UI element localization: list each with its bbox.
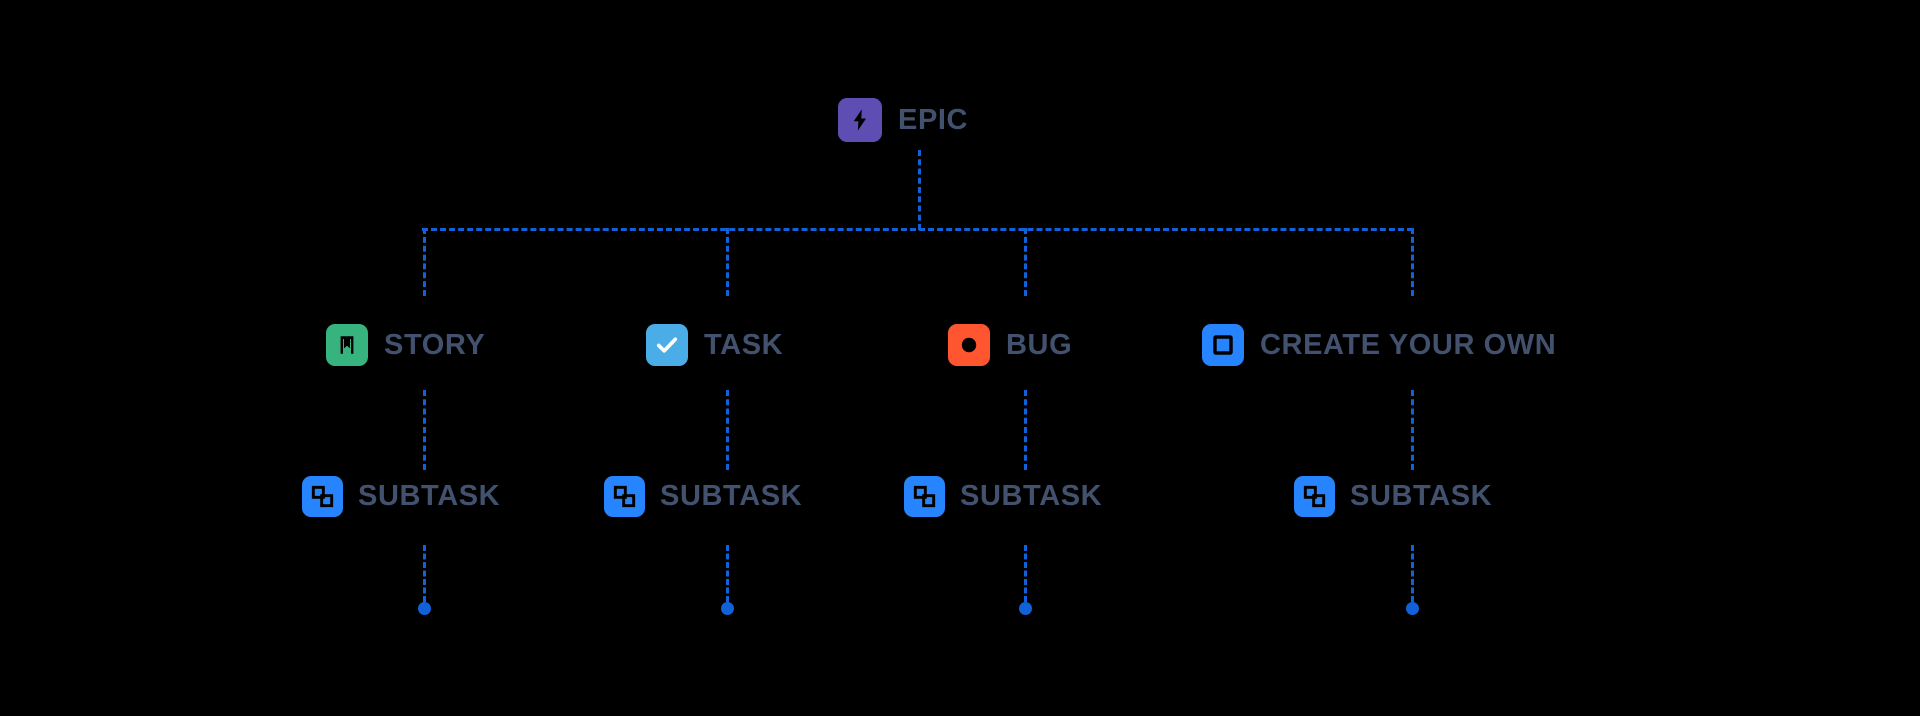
connector-epic-stem xyxy=(918,150,921,230)
node-label-task: TASK xyxy=(704,328,784,361)
connector-bug-to-subtask xyxy=(1024,390,1027,470)
node-label-subtask-4: SUBTASK xyxy=(1350,480,1493,512)
connector-bus-to-story xyxy=(423,228,426,296)
node-label-create-your-own: CREATE YOUR OWN xyxy=(1260,328,1557,361)
connector-bus-to-create-your-own xyxy=(1411,228,1414,296)
connector-subtask-tail-1 xyxy=(423,545,426,602)
circle-icon xyxy=(948,324,990,366)
node-subtask-3[interactable]: SUBTASK xyxy=(904,476,1102,517)
node-subtask-1[interactable]: SUBTASK xyxy=(302,476,500,517)
connector-horizontal-bus xyxy=(422,228,1413,231)
node-subtask-2[interactable]: SUBTASK xyxy=(604,476,802,517)
node-label-story: STORY xyxy=(384,328,486,361)
terminator-dot-3 xyxy=(1019,602,1032,615)
node-subtask-4[interactable]: SUBTASK xyxy=(1294,476,1492,517)
connector-story-to-subtask xyxy=(423,390,426,470)
subtask-squares-icon xyxy=(604,476,645,517)
connector-bus-to-bug xyxy=(1024,228,1027,296)
subtask-squares-icon xyxy=(904,476,945,517)
node-label-subtask-2: SUBTASK xyxy=(660,480,803,512)
node-bug[interactable]: BUG xyxy=(948,324,1072,366)
terminator-dot-1 xyxy=(418,602,431,615)
connector-task-to-subtask xyxy=(726,390,729,470)
lightning-bolt-icon xyxy=(838,98,882,142)
terminator-dot-2 xyxy=(721,602,734,615)
node-epic[interactable]: EPIC xyxy=(838,98,968,142)
node-label-bug: BUG xyxy=(1006,328,1073,361)
subtask-squares-icon xyxy=(302,476,343,517)
check-icon xyxy=(646,324,688,366)
terminator-dot-4 xyxy=(1406,602,1419,615)
node-label-epic: EPIC xyxy=(898,103,969,136)
subtask-squares-icon xyxy=(1294,476,1335,517)
node-task[interactable]: TASK xyxy=(646,324,783,366)
node-story[interactable]: STORY xyxy=(326,324,485,366)
bookmark-icon xyxy=(326,324,368,366)
node-label-subtask-3: SUBTASK xyxy=(960,480,1103,512)
connector-subtask-tail-2 xyxy=(726,545,729,602)
node-label-subtask-1: SUBTASK xyxy=(358,480,501,512)
connector-create-your-own-to-subtask xyxy=(1411,390,1414,470)
connector-subtask-tail-4 xyxy=(1411,545,1414,602)
connector-bus-to-task xyxy=(726,228,729,296)
connector-subtask-tail-3 xyxy=(1024,545,1027,602)
node-create-your-own[interactable]: CREATE YOUR OWN xyxy=(1202,324,1556,366)
square-outline-icon xyxy=(1202,324,1244,366)
